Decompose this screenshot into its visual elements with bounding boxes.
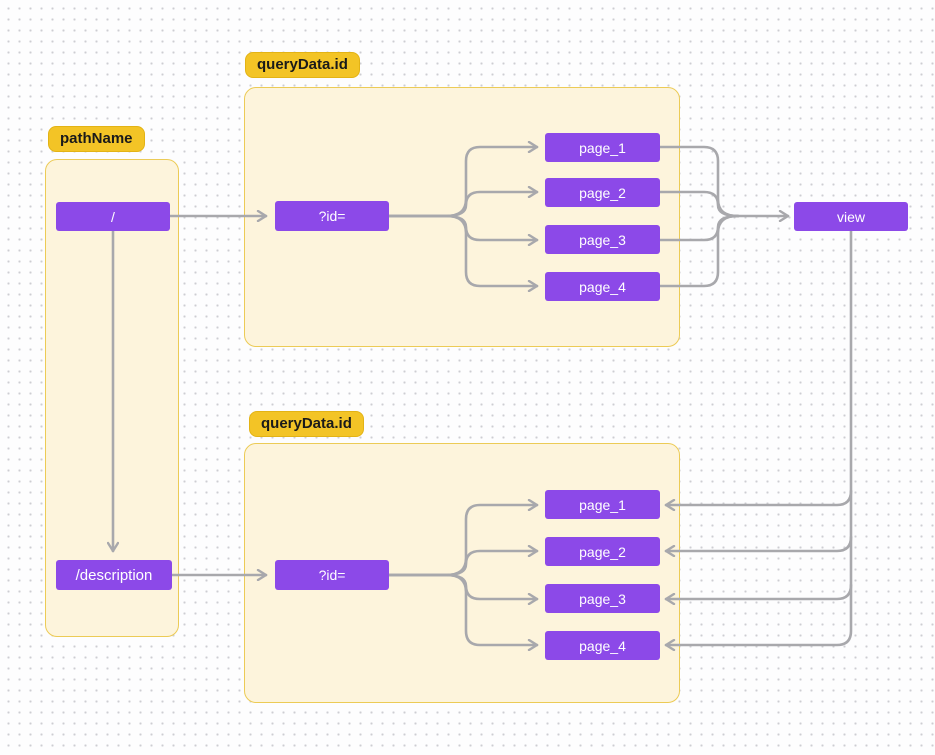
- node-root-path[interactable]: /: [56, 202, 170, 231]
- connector-view-to-page-2-bottom[interactable]: [664, 535, 853, 551]
- connector-query-top-page-4[interactable]: [387, 214, 539, 286]
- connector-view-to-page-1-bottom[interactable]: [664, 489, 853, 505]
- node-page-4-bottom[interactable]: page_4: [545, 631, 660, 660]
- connector-query-bottom-page-4[interactable]: [387, 573, 539, 645]
- connector-view-to-page-4-bottom[interactable]: [664, 229, 853, 645]
- node-page-3-top[interactable]: page_3: [545, 225, 660, 254]
- connector-page-2-to-view[interactable]: [658, 190, 740, 218]
- section-label-querydata-bottom[interactable]: queryData.id: [249, 411, 364, 437]
- node-query-id-top[interactable]: ?id=: [275, 201, 389, 231]
- node-page-1-top[interactable]: page_1: [545, 133, 660, 162]
- node-view[interactable]: view: [794, 202, 908, 231]
- node-description-path[interactable]: /description: [56, 560, 172, 590]
- node-page-3-bottom[interactable]: page_3: [545, 584, 660, 613]
- node-query-id-bottom[interactable]: ?id=: [275, 560, 389, 590]
- section-label-querydata-top[interactable]: queryData.id: [245, 52, 360, 78]
- node-page-1-bottom[interactable]: page_1: [545, 490, 660, 519]
- connector-view-to-page-3-bottom[interactable]: [664, 583, 853, 599]
- node-page-4-top[interactable]: page_4: [545, 272, 660, 301]
- section-label-pathname[interactable]: pathName: [48, 126, 145, 152]
- node-page-2-top[interactable]: page_2: [545, 178, 660, 207]
- connector-page-4-to-view[interactable]: [658, 214, 740, 288]
- node-page-2-bottom[interactable]: page_2: [545, 537, 660, 566]
